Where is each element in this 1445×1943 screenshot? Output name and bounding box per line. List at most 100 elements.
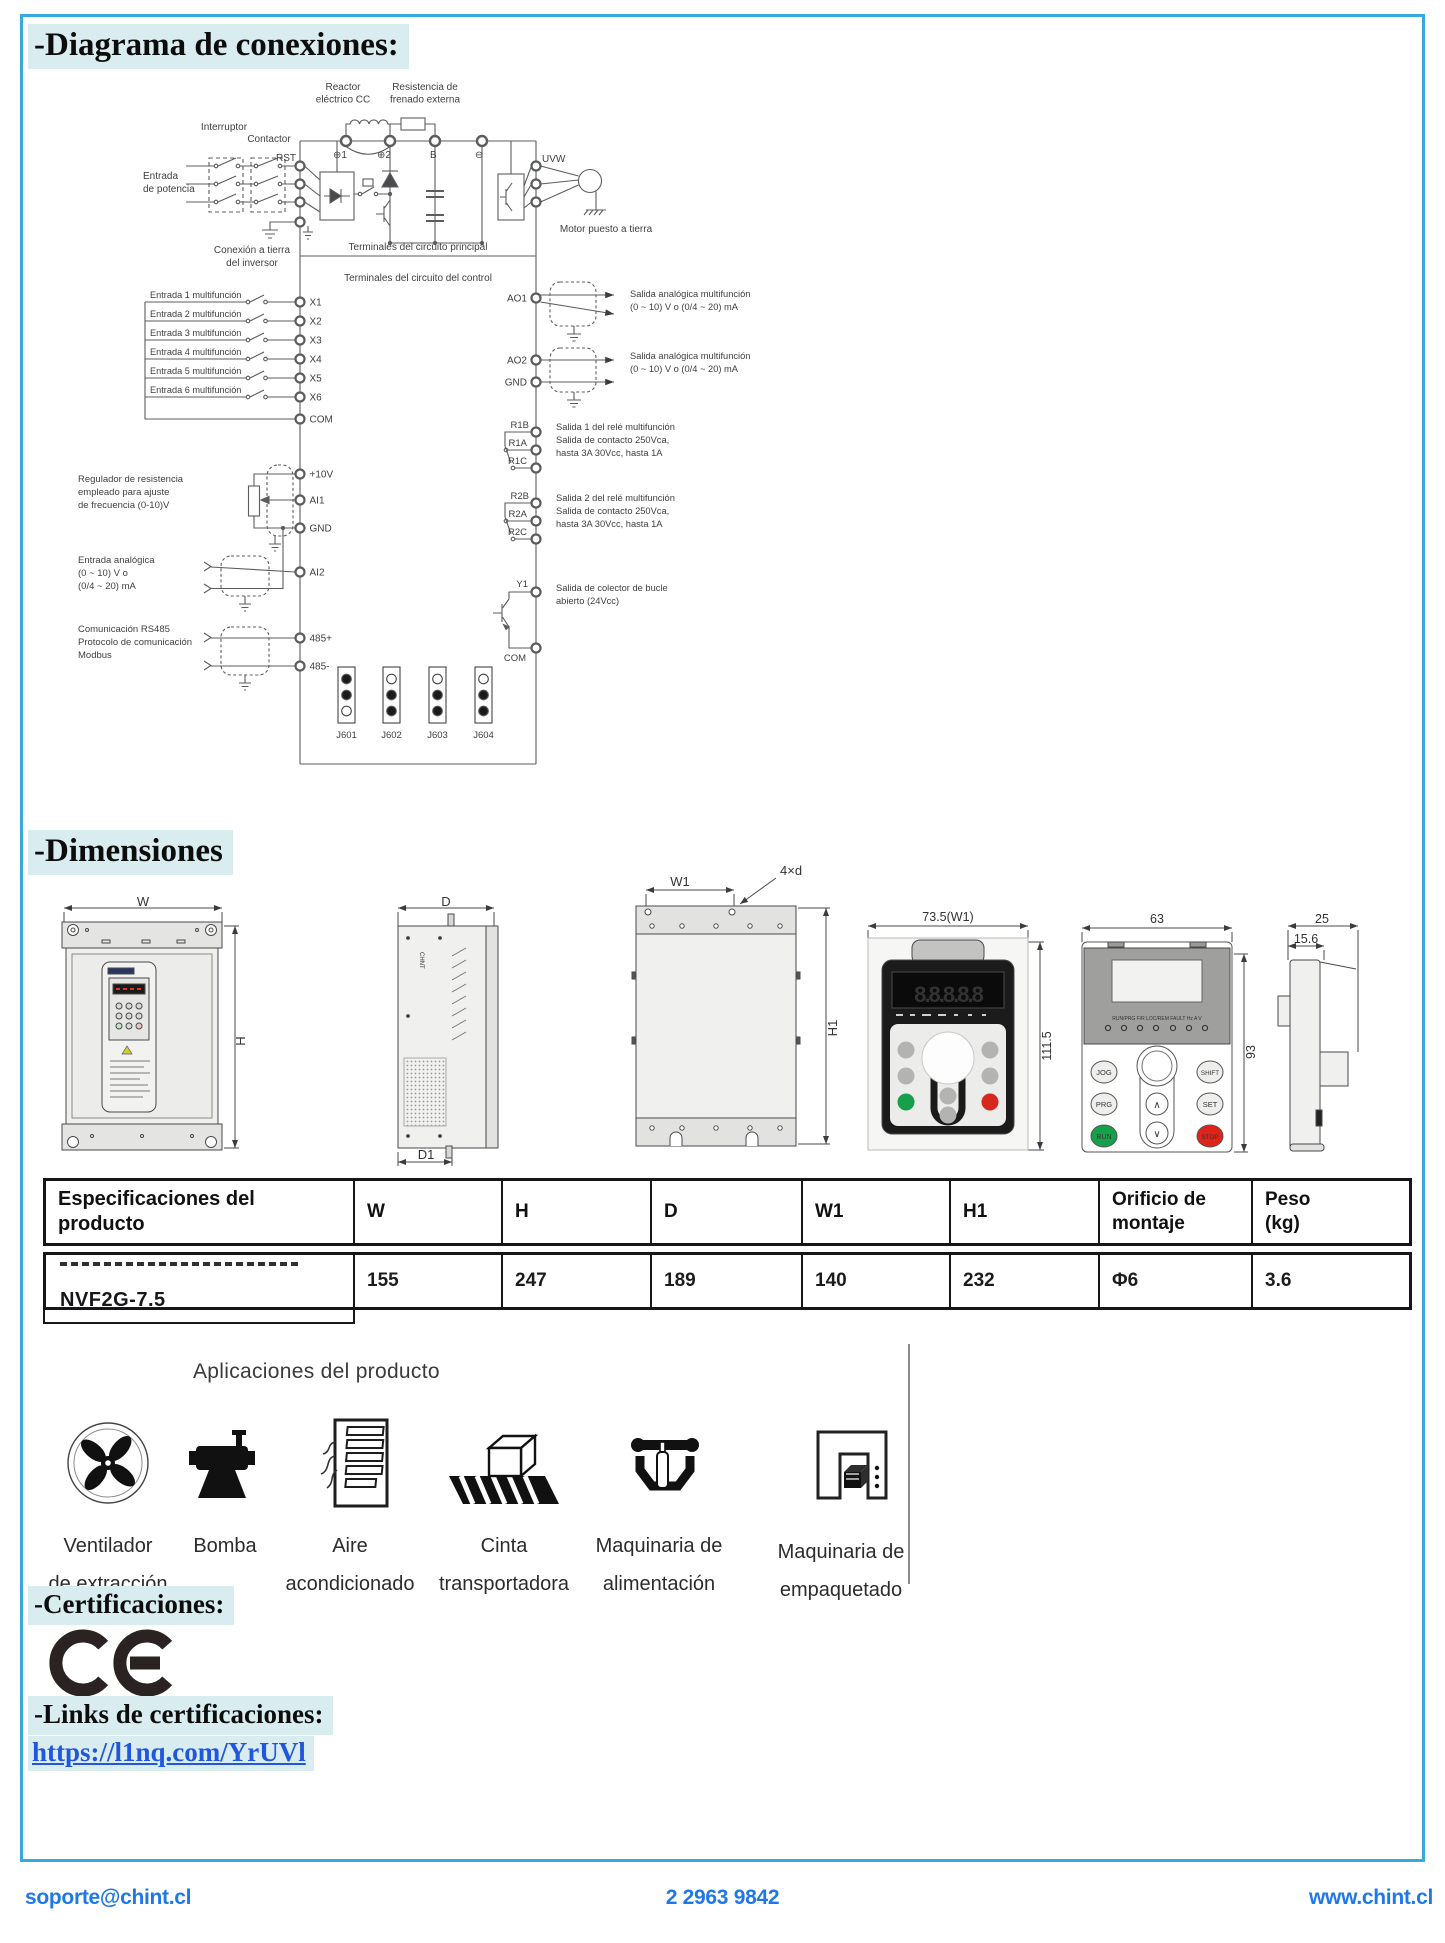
shield-rs485 <box>220 626 270 676</box>
fan-icon <box>67 1422 149 1504</box>
dim-label-1115: 111.5 <box>1040 1031 1054 1060</box>
dim-label-93: 93 <box>1244 1045 1258 1059</box>
terminal-label-r1b: R1B <box>511 420 529 431</box>
terminal-label-x6: X6 <box>310 393 323 404</box>
svg-text:de potencia: de potencia <box>143 184 195 195</box>
footer-website[interactable]: www.chint.cl <box>1309 1886 1433 1909</box>
motor-ground-symbol <box>583 191 606 216</box>
stop-button-label: STOP <box>1201 1134 1218 1141</box>
terminal-label-485p: 485+ <box>310 634 333 645</box>
shift-button-label: SHIFT <box>1201 1070 1219 1077</box>
spec-table: Especificaciones del producto W H D W1 H… <box>43 1178 1412 1324</box>
dim-label-h1: H1 <box>825 1020 840 1037</box>
section-title-dimensions: -Dimensiones <box>28 830 233 875</box>
certification-link[interactable]: https://l1nq.com/YrUVl <box>28 1736 314 1771</box>
potentiometer-symbol <box>247 485 261 517</box>
breaker-box <box>208 157 244 213</box>
dim-label-25: 25 <box>1315 912 1329 926</box>
terminal-label-r1c: R1C <box>508 456 527 467</box>
label-contactor: Contactor <box>247 134 291 145</box>
app-label-ac: Aire acondicionado <box>285 1535 415 1595</box>
feeding-machine-icon <box>631 1438 699 1491</box>
svg-text:de frecuencia (0-10)V: de frecuencia (0-10)V <box>78 500 170 511</box>
drawing-front-view: W H <box>61 896 247 1151</box>
label-pot: Regulador de resistencia <box>78 474 184 485</box>
cell-h: 247 <box>503 1255 652 1307</box>
svg-text:Protocolo de comunicación: Protocolo de comunicación <box>78 637 192 648</box>
cell-h1: 232 <box>951 1255 1100 1307</box>
jumper-label-j604: J604 <box>473 730 494 741</box>
model-name: NVF2G-7.5 <box>60 1289 166 1307</box>
col-header-h1: H1 <box>951 1181 1100 1243</box>
terminal-label-p2: ⊕2 <box>377 150 391 161</box>
dim-label-h: H <box>233 1036 247 1045</box>
terminal-label-r2c: R2C <box>508 527 527 538</box>
app-label-packaging: Maquinaria de empaquetado <box>777 1541 905 1601</box>
brand-label: CHNT <box>418 952 424 969</box>
col-header-orificio: Orificio de montaje <box>1100 1181 1253 1243</box>
svg-text:hasta 3A 30Vcc, hasta 1A: hasta 3A 30Vcc, hasta 1A <box>556 448 663 458</box>
connection-diagram: Reactor eléctrico CC Resistencia de fren… <box>78 82 750 765</box>
input-label-3: Entrada 3 multifunción <box>150 328 241 338</box>
col-header-h: H <box>503 1181 652 1243</box>
input-label-2: Entrada 2 multifunción <box>150 309 241 319</box>
label-motor-ground: Motor puesto a tierra <box>560 224 653 235</box>
contactor-box <box>250 157 286 213</box>
terminal-label-x4: X4 <box>310 355 323 366</box>
label-control-terminals: Terminales del circuito del control <box>344 273 492 284</box>
shield-pot <box>266 464 294 537</box>
terminal-label-x2: X2 <box>310 317 323 328</box>
desc-relay1: Salida 1 del relé multifunción <box>556 422 675 432</box>
drawing-side-view: CHNT D D1 <box>397 896 499 1166</box>
diagram-labels: Reactor eléctrico CC Resistencia de fren… <box>78 82 750 741</box>
app-label-feeding: Maquinaria de alimentación <box>595 1535 723 1595</box>
applications-title: Aplicaciones del producto <box>193 1360 440 1383</box>
down-button-glyph: ∨ <box>1153 1129 1160 1140</box>
dim-label-63: 63 <box>1150 912 1164 926</box>
conveyor-belt-icon <box>449 1433 559 1505</box>
diagram-wires <box>144 117 615 765</box>
terminal-label-ai2: AI2 <box>310 568 325 579</box>
terminal-label-10v: +10V <box>310 470 334 481</box>
terminal-label-x1: X1 <box>310 298 323 309</box>
terminal-label-gnd: GND <box>310 524 332 535</box>
col-header-w1: W1 <box>803 1181 951 1243</box>
label-brake-resistor: Resistencia de <box>392 82 458 93</box>
dim-label-d1: D1 <box>418 1147 435 1162</box>
label-ai2: Entrada analógica <box>78 555 155 566</box>
svg-text:hasta 3A 30Vcc, hasta 1A: hasta 3A 30Vcc, hasta 1A <box>556 519 663 529</box>
col-header-w: W <box>355 1181 503 1243</box>
seven-segment-display: 8.8.8.8.8 <box>914 982 983 1007</box>
svg-text:Salida de contacto 250Vca,: Salida de contacto 250Vca, <box>556 506 669 516</box>
model-cell-extension <box>43 1310 355 1324</box>
svg-text:abierto (24Vcc): abierto (24Vcc) <box>556 596 619 606</box>
dim-label-4xd: 4×d <box>780 863 802 878</box>
led-row-labels: RUN/PRG F/R LOC/REM FAULT Hz A V <box>1112 1016 1202 1022</box>
terminal-label-ao2: AO2 <box>507 356 527 367</box>
section-title-certifications: -Certificaciones: <box>28 1586 235 1625</box>
jumper-label-j603: J603 <box>427 730 448 741</box>
terminal-label-p1: ⊕1 <box>333 150 347 161</box>
desc-relay2: Salida 2 del relé multifunción <box>556 493 675 503</box>
svg-text:eléctrico CC: eléctrico CC <box>316 95 370 106</box>
section-title-cert-links: -Links de certificaciones: <box>28 1696 334 1735</box>
terminal-label-ai1: AI1 <box>310 496 325 507</box>
ce-mark-logo <box>49 1629 173 1697</box>
pump-icon <box>189 1430 255 1498</box>
dim-label-d: D <box>441 896 450 909</box>
air-conditioner-icon <box>320 1418 389 1508</box>
svg-text:Modbus: Modbus <box>78 650 112 661</box>
terminal-label-b: B <box>430 150 437 161</box>
terminal-rails <box>299 141 537 765</box>
terminal-label-y1: Y1 <box>516 579 528 590</box>
packaging-machine-icon <box>816 1430 888 1500</box>
app-label-pump: Bomba <box>193 1535 257 1557</box>
cell-peso: 3.6 <box>1265 1270 1292 1291</box>
label-reactor: Reactor <box>325 82 361 93</box>
dim-label-156: 15.6 <box>1294 932 1318 946</box>
terminal-label-minus: ⊖ <box>475 150 483 161</box>
terminal-label-x5: X5 <box>310 374 323 385</box>
desc-y1: Salida de colector de bucle <box>556 583 668 593</box>
input-label-5: Entrada 5 multifunción <box>150 366 241 376</box>
footer-email[interactable]: soporte@chint.cl <box>25 1886 192 1909</box>
